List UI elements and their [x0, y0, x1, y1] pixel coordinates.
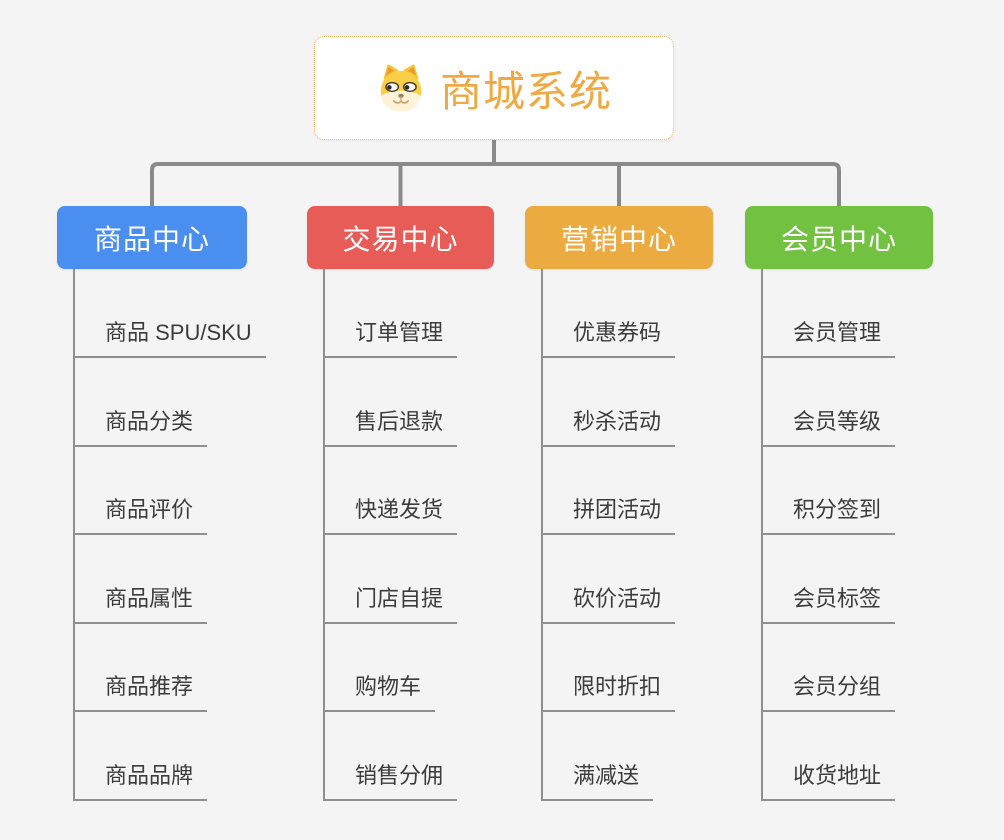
- child-label: 会员分组: [793, 674, 882, 699]
- child-node-0-2[interactable]: 商品评价: [73, 495, 208, 535]
- child-node-3-5[interactable]: 收货地址: [761, 761, 896, 801]
- child-node-1-1[interactable]: 售后退款: [323, 407, 458, 447]
- child-node-0-1[interactable]: 商品分类: [73, 407, 208, 447]
- child-node-3-4[interactable]: 会员分组: [761, 672, 896, 712]
- branch-node-3[interactable]: 会员中心: [745, 206, 933, 269]
- child-label: 商品属性: [105, 585, 194, 611]
- child-node-0-0[interactable]: 商品 SPU/SKU: [73, 318, 266, 358]
- child-node-3-0[interactable]: 会员管理: [761, 318, 896, 358]
- child-label: 优惠券码: [573, 320, 662, 345]
- child-node-2-1[interactable]: 秒杀活动: [541, 407, 676, 447]
- child-label: 快递发货: [355, 497, 444, 522]
- child-node-2-4[interactable]: 限时折扣: [541, 672, 676, 712]
- branch-node-2[interactable]: 营销中心: [525, 206, 713, 269]
- child-label: 售后退款: [355, 408, 444, 434]
- child-node-1-2[interactable]: 快递发货: [323, 495, 458, 535]
- child-node-1-5[interactable]: 销售分佣: [323, 761, 458, 801]
- child-node-2-0[interactable]: 优惠券码: [541, 318, 676, 358]
- child-node-0-5[interactable]: 商品品牌: [73, 761, 208, 801]
- child-label: 订单管理: [355, 320, 444, 345]
- child-label: 秒杀活动: [573, 408, 662, 434]
- child-node-0-3[interactable]: 商品属性: [73, 584, 208, 624]
- child-label: 商品评价: [105, 497, 194, 522]
- child-label: 拼团活动: [573, 497, 662, 522]
- child-node-3-2[interactable]: 积分签到: [761, 495, 896, 535]
- child-label: 商品 SPU/SKU: [105, 320, 252, 345]
- child-label: 砍价活动: [573, 585, 662, 611]
- child-label: 商品分类: [105, 408, 194, 434]
- branch-label: 商品中心: [93, 223, 210, 255]
- root-title: 商城系统: [439, 67, 612, 115]
- branch-node-0[interactable]: 商品中心: [57, 206, 247, 269]
- child-label: 门店自提: [355, 585, 444, 611]
- child-label: 销售分佣: [355, 762, 444, 788]
- child-node-1-3[interactable]: 门店自提: [323, 584, 458, 624]
- child-label: 购物车: [355, 674, 422, 699]
- branch-label: 会员中心: [780, 223, 897, 255]
- child-node-2-3[interactable]: 砍价活动: [541, 584, 676, 624]
- child-label: 收货地址: [793, 762, 882, 788]
- child-node-3-1[interactable]: 会员等级: [761, 407, 896, 447]
- dog-icon: [380, 64, 422, 112]
- child-node-2-2[interactable]: 拼团活动: [541, 495, 676, 535]
- child-node-1-4[interactable]: 购物车: [323, 672, 436, 712]
- child-label: 限时折扣: [573, 674, 662, 699]
- child-node-0-4[interactable]: 商品推荐: [73, 672, 208, 712]
- child-node-3-3[interactable]: 会员标签: [761, 584, 896, 624]
- child-label: 会员等级: [793, 408, 882, 434]
- branch-label: 营销中心: [560, 223, 677, 255]
- child-label: 商品推荐: [105, 674, 194, 699]
- child-label: 会员管理: [793, 320, 882, 345]
- child-node-2-5[interactable]: 满减送: [541, 761, 654, 801]
- root-node[interactable]: 商城系统: [314, 36, 674, 140]
- child-label: 积分签到: [793, 497, 882, 522]
- child-label: 会员标签: [793, 585, 882, 611]
- child-node-1-0[interactable]: 订单管理: [323, 318, 458, 358]
- branch-label: 交易中心: [342, 223, 459, 255]
- child-label: 商品品牌: [105, 762, 194, 788]
- branch-node-1[interactable]: 交易中心: [307, 206, 494, 269]
- child-label: 满减送: [573, 762, 640, 788]
